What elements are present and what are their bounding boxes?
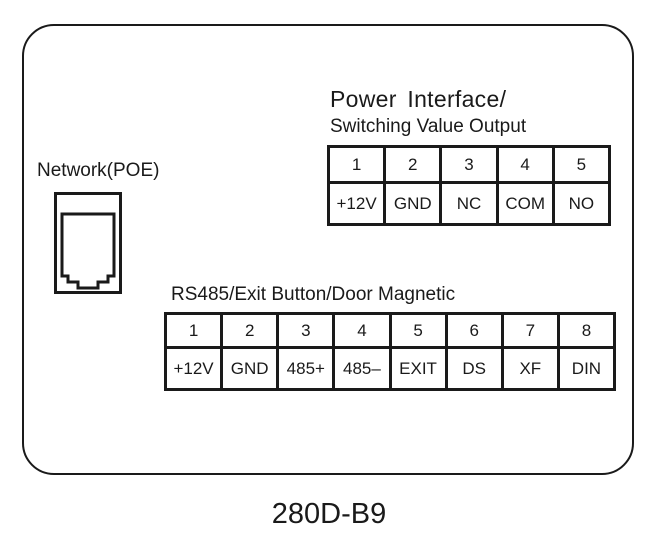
pin-signal: +12V (326, 181, 387, 226)
rs485-interface-pin-table: 1 2 3 4 5 6 7 8 +12V GND 485+ 485– EXIT … (163, 312, 617, 391)
pin-signal: 485– (332, 346, 392, 391)
pin-number-row: 1 2 3 4 5 (326, 145, 612, 184)
pin-signal: GND (383, 181, 443, 226)
pin-number: 4 (332, 312, 392, 349)
pin-signal-row: +12V GND 485+ 485– EXIT DS XF DIN (163, 346, 617, 391)
pin-number: 5 (551, 145, 612, 184)
pin-signal-row: +12V GND NC COM NO (326, 181, 612, 226)
pin-number: 3 (276, 312, 336, 349)
pin-signal: DS (444, 346, 504, 391)
pin-signal: NO (551, 181, 612, 226)
rj45-port-icon (54, 192, 122, 294)
pin-number: 7 (500, 312, 560, 349)
pin-number: 2 (383, 145, 443, 184)
pin-number: 4 (495, 145, 555, 184)
device-panel-outline (22, 24, 634, 475)
pin-signal: XF (500, 346, 560, 391)
pin-number: 6 (444, 312, 504, 349)
pin-number: 1 (326, 145, 387, 184)
pin-number: 2 (220, 312, 280, 349)
power-interface-pin-table: 1 2 3 4 5 +12V GND NC COM NO (326, 145, 612, 226)
pin-signal: GND (220, 346, 280, 391)
network-poe-label: Network(POE) (37, 160, 160, 181)
pin-signal: NC (439, 181, 499, 226)
power-interface-subtitle: Switching Value Output (330, 116, 527, 137)
pin-signal: 485+ (276, 346, 336, 391)
pin-number: 5 (388, 312, 448, 349)
pin-signal: COM (495, 181, 555, 226)
power-interface-title: Power Interface/ (330, 86, 507, 112)
pin-signal: DIN (556, 346, 617, 391)
rs485-interface-title: RS485/Exit Button/Door Magnetic (171, 284, 456, 305)
pin-number: 3 (439, 145, 499, 184)
pin-number-row: 1 2 3 4 5 6 7 8 (163, 312, 617, 349)
pin-signal: +12V (163, 346, 224, 391)
pin-signal: EXIT (388, 346, 448, 391)
pin-number: 8 (556, 312, 617, 349)
model-number: 280D-B9 (271, 498, 387, 530)
pin-number: 1 (163, 312, 224, 349)
